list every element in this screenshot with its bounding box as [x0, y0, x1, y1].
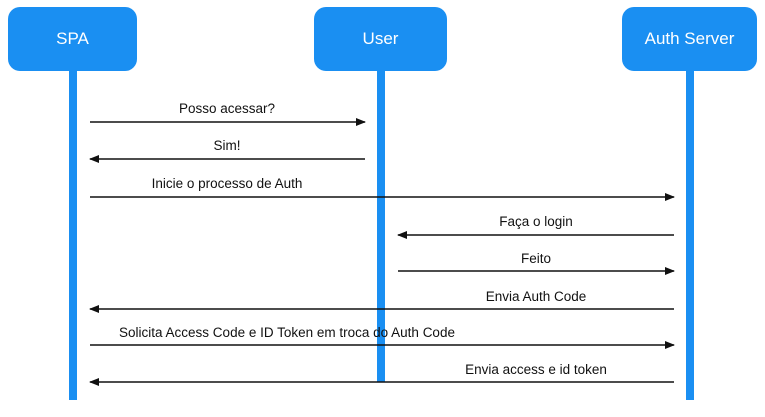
actor-spa: SPA	[8, 7, 137, 71]
message-label-4: Faça o login	[499, 214, 573, 229]
actor-auth-server-label: Auth Server	[644, 29, 735, 48]
message-label-5: Feito	[520, 251, 552, 266]
actor-user-label: User	[362, 29, 399, 48]
message-label-3: Inicie o processo de Auth	[151, 176, 303, 191]
message-label-1: Posso acessar?	[178, 101, 276, 116]
lifeline-spa	[69, 60, 77, 400]
message-label-6: Envia Auth Code	[485, 289, 587, 304]
message-label-2: Sim!	[213, 138, 241, 153]
actor-spa-label: SPA	[56, 29, 89, 48]
message-label-8: Envia access e id token	[465, 362, 607, 377]
actor-user: User	[314, 7, 447, 71]
lifeline-auth-server	[686, 60, 694, 400]
lifeline-user	[377, 60, 385, 382]
actor-auth-server: Auth Server	[622, 7, 757, 71]
message-label-7: Solicita Access Code e ID Token em troca…	[119, 325, 455, 340]
